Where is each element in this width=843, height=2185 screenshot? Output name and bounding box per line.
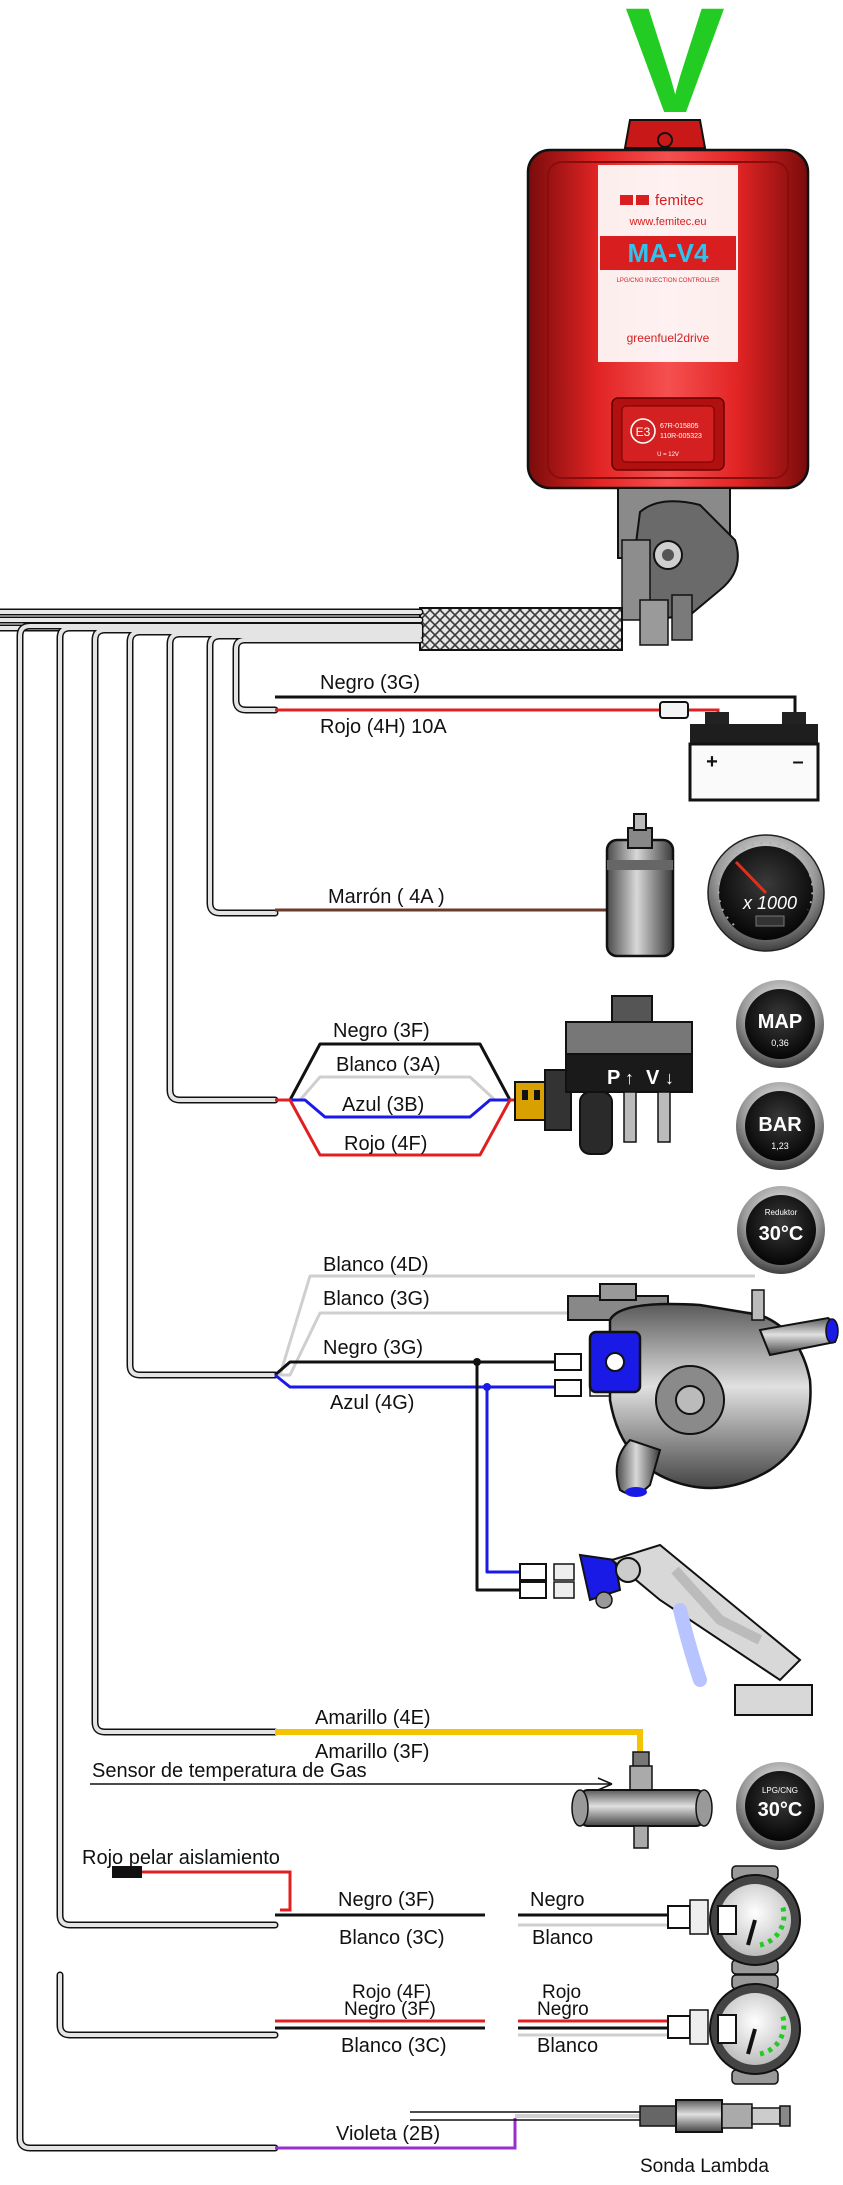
reducer-black-label: Negro (3G) [323, 1337, 423, 1359]
level-sensor-1-wiring: Rojo pelar aislamiento Negro (3F) Blanco… [82, 1847, 668, 1949]
lvl2-red-plug-label: Rojo [542, 1982, 581, 2003]
rpm-gauge-label: x 1000 [742, 893, 797, 913]
lambda-wiring: Violeta (2B) Sonda Lambda [275, 2111, 769, 2177]
ecu-subtitle: LPG/CNG INJECTION CONTROLLER [616, 278, 720, 284]
lvl2-white-label: Blanco (3C) [341, 2035, 447, 2057]
lvl2-white-plug-label: Blanco [537, 2035, 598, 2057]
gas-temp-gauge: LPG/CNG 30°C [736, 1762, 824, 1850]
lvl2-red-label: Rojo (4F) [352, 1982, 431, 2003]
rpm-gauge: x 1000 [707, 834, 825, 952]
battery-black-label: Negro (3G) [320, 672, 420, 694]
reducer-white-3g-label: Blanco (3G) [323, 1288, 430, 1310]
bar-gauge-value: 1,23 [771, 1141, 789, 1151]
map-sensor-icon: P ↑ V ↓ [514, 995, 693, 1155]
vacuum-mark: V [646, 1067, 660, 1089]
lambda-label: Violeta (2B) [336, 2123, 440, 2145]
svg-text:↓: ↓ [665, 1068, 674, 1088]
gas-injector-icon [578, 1543, 813, 1716]
ecu-slogan: greenfuel2drive [627, 331, 710, 345]
cert-mark: E3 [636, 425, 651, 439]
ignition-coil-icon [605, 813, 675, 958]
ecu-website: www.femitec.eu [628, 216, 706, 228]
ecu-voltage: U = 12V [657, 452, 679, 458]
ecu-connector [617, 487, 739, 646]
harness-braid [419, 607, 623, 651]
level-sensor-2-wiring: Rojo (4F) Negro (3F) Blanco (3C) Rojo Ne… [275, 1982, 668, 2057]
map-blue-label: Azul (3B) [342, 1094, 424, 1116]
lvl1-white-plug-label: Blanco [532, 1927, 593, 1949]
lvl1-black-label: Negro (3F) [338, 1889, 435, 1911]
lvl2-black-label: Negro (3F) [344, 1999, 436, 2020]
lvl2-black-plug-label: Negro [537, 1999, 589, 2020]
lvl1-white-label: Blanco (3C) [339, 1927, 445, 1949]
lambda-sensor-icon [639, 2099, 791, 2133]
reducer-blue-label: Azul (4G) [330, 1392, 414, 1414]
battery-icon: + – [688, 712, 820, 802]
strip-mark [112, 1866, 142, 1878]
reducer-gauge-temp: 30°C [759, 1223, 804, 1245]
level-sensor-2-icon [667, 1974, 801, 2085]
level-sensor-1-icon [667, 1865, 801, 1975]
rpm-label: Marrón ( 4A ) [328, 886, 445, 908]
temp-yellow-3f-label: Amarillo (3F) [315, 1741, 429, 1763]
gas-temp-sensor-icon [571, 1751, 713, 1849]
map-gauge-value: 0,36 [771, 1038, 789, 1048]
bar-gauge: BAR 1,23 [736, 1082, 824, 1170]
temp-wiring: Amarillo (4E) Amarillo (3F) Sensor de te… [90, 1707, 643, 1791]
svg-text:–: – [792, 751, 803, 773]
map-black-label: Negro (3F) [333, 1020, 430, 1042]
map-gauge: MAP 0,36 [736, 980, 824, 1068]
svg-text:+: + [706, 751, 718, 773]
ecu-controller: V femitec www.femitec.eu MA-V4 LPG/CNG I… [526, 0, 810, 490]
reducer-gauge: Reduktor 30°C [737, 1186, 825, 1274]
reducer-white-4d-label: Blanco (4D) [323, 1254, 429, 1276]
strip-note: Rojo pelar aislamiento [82, 1847, 280, 1869]
bar-gauge-label: BAR [758, 1114, 802, 1136]
svg-text:↑: ↑ [625, 1068, 634, 1088]
lvl1-black-plug-label: Negro [530, 1889, 584, 1911]
cert-line2: 110R-005323 [660, 433, 702, 440]
reducer-gauge-caption: Reduktor [765, 1208, 798, 1217]
gas-gauge-caption: LPG/CNG [762, 1786, 798, 1795]
cert-line1: 67R-015805 [660, 423, 699, 430]
battery-connection: Negro (3G) Rojo (4H) 10A [275, 672, 797, 738]
map-gauge-label: MAP [758, 1011, 802, 1033]
map-sensor-wiring: Negro (3F) Blanco (3A) Azul (3B) Rojo (4… [275, 1020, 532, 1157]
gas-gauge-temp: 30°C [758, 1799, 803, 1821]
ecu-brand: femitec [655, 192, 704, 209]
map-red-label: Rojo (4F) [344, 1133, 427, 1155]
battery-red-label: Rojo (4H) 10A [320, 716, 447, 738]
reducer-icon [567, 1283, 839, 1497]
reducer-wiring: Blanco (4D) Blanco (3G) Negro (3G) Azul … [274, 1254, 755, 1592]
branch-wires [16, 622, 424, 2152]
temp-yellow-4e-label: Amarillo (4E) [315, 1707, 431, 1729]
ecu-model: MA-V4 [628, 238, 709, 268]
pressure-mark: P [607, 1067, 620, 1089]
map-white-label: Blanco (3A) [336, 1054, 441, 1076]
lambda-caption: Sonda Lambda [640, 2156, 769, 2177]
fuse [659, 701, 689, 719]
rpm-connection: Marrón ( 4A ) [275, 886, 612, 912]
temp-sensor-note: Sensor de temperatura de Gas [92, 1760, 367, 1782]
